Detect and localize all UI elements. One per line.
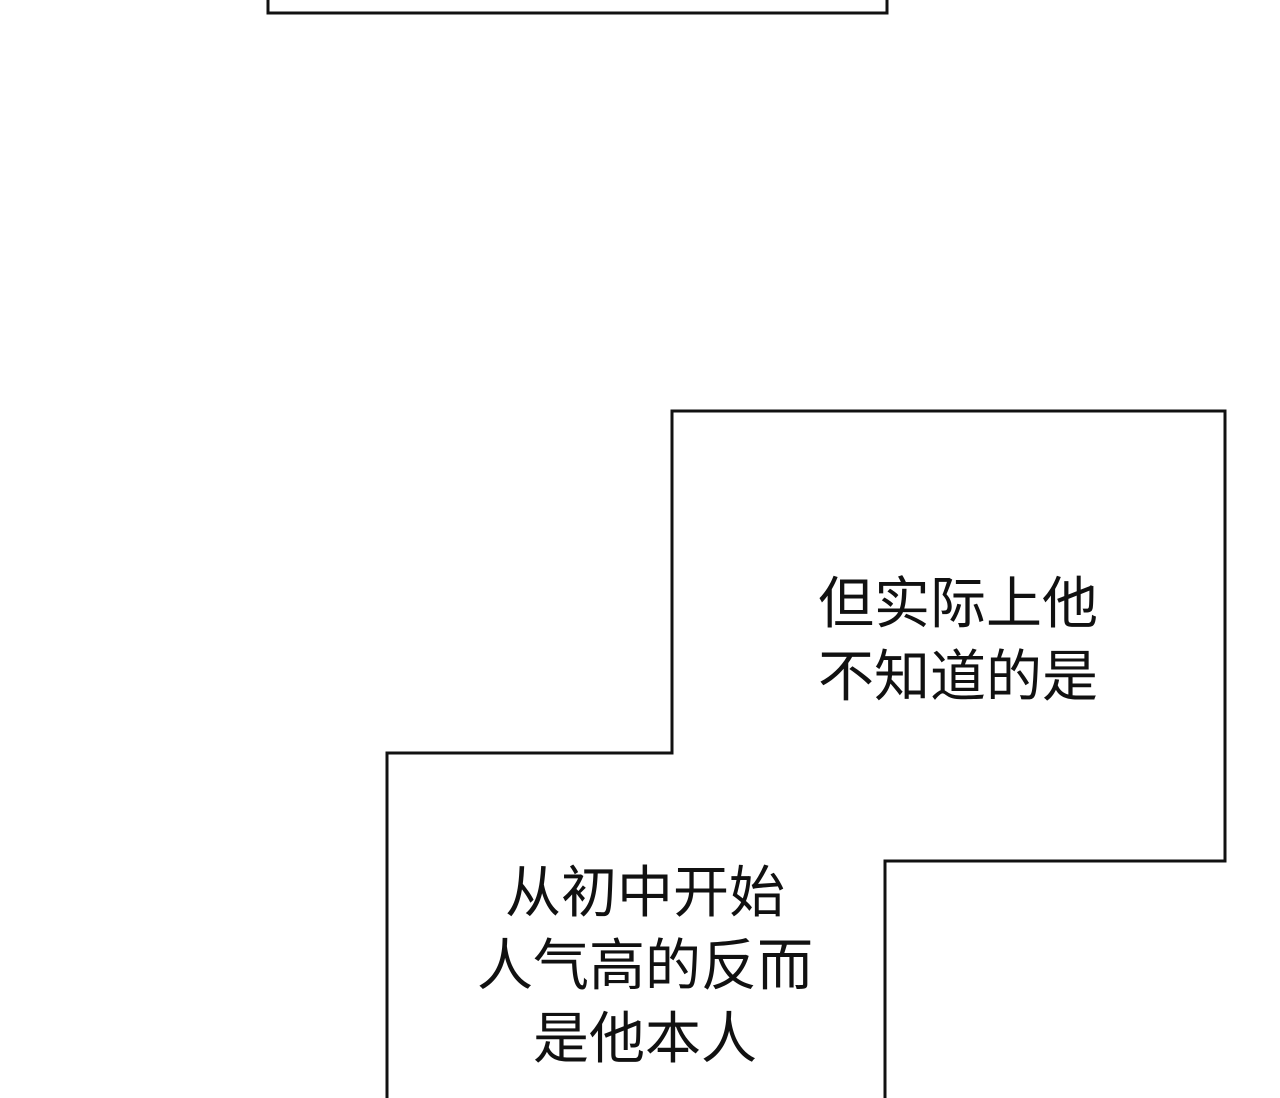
caption-line: 是他本人 bbox=[533, 1007, 757, 1072]
caption-line: 人气高的反而 bbox=[477, 934, 813, 999]
caption-line: 但实际上他 bbox=[818, 572, 1098, 637]
caption-box-frame bbox=[385, 409, 1227, 1098]
caption-line: 从初中开始 bbox=[505, 861, 785, 926]
caption-line: 不知道的是 bbox=[818, 645, 1098, 710]
caption-upper: 但实际上他 不知道的是 bbox=[818, 568, 1098, 714]
caption-lower: 从初中开始 人气高的反而 是他本人 bbox=[477, 857, 813, 1076]
top-panel-frame bbox=[266, 0, 889, 15]
